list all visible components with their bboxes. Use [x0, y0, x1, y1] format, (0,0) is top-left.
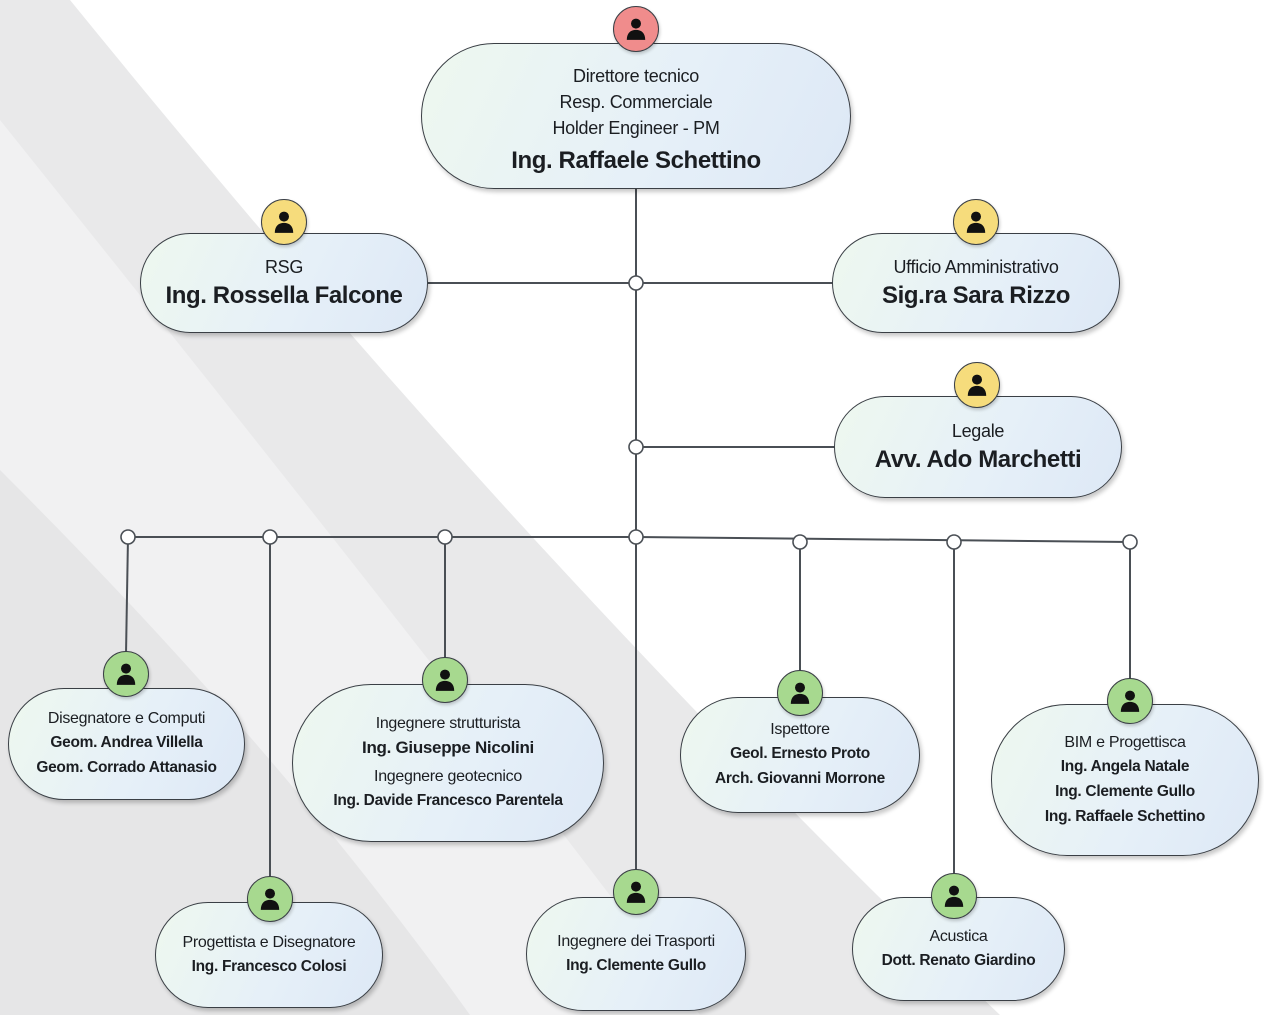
person-icon [953, 199, 999, 245]
acoustic-role: Acustica [929, 927, 988, 945]
designer-name: Ing. Francesco Colosi [191, 957, 347, 975]
inspector-name-2: Arch. Giovanni Morrone [715, 770, 885, 787]
director-name: Ing. Raffaele Schettino [511, 147, 761, 174]
bim-name-1: Ing. Angela Natale [1060, 757, 1190, 775]
director-role-1: Direttore tecnico [573, 66, 699, 86]
drop-drafting [125, 536, 129, 655]
admin-role: Ufficio Amministrativo [893, 257, 1059, 277]
node-director: Direttore tecnico Resp. Commerciale Hold… [421, 43, 851, 189]
junction-dot [1122, 534, 1138, 550]
transport-role: Ingegnere dei Trasporti [557, 932, 715, 950]
junction-dot [437, 529, 453, 545]
node-admin: Ufficio Amministrativo Sig.ra Sara Rizzo [832, 233, 1120, 333]
legal-name: Avv. Ado Marchetti [874, 446, 1082, 473]
designer-role: Progettista e Disegnatore [182, 933, 356, 951]
junction-dot [628, 439, 644, 455]
rsg-name: Ing. Rossella Falcone [165, 282, 403, 309]
person-icon [261, 199, 307, 245]
structural-name: Ing. Giuseppe Nicolini [362, 738, 534, 757]
drafting-name-1: Geom. Andrea Villella [50, 734, 203, 751]
bim-name-3: Ing. Raffaele Schettino [1044, 807, 1206, 825]
junction-dot [792, 534, 808, 550]
bim-name-2: Ing. Clemente Gullo [1055, 782, 1195, 800]
junction-dot [628, 275, 644, 291]
node-structural: Ingegnere strutturista Ing. Giuseppe Nic… [292, 684, 604, 842]
drafting-role: Disegnatore e Computi [47, 710, 206, 727]
inspector-name-1: Geol. Ernesto Proto [730, 745, 870, 762]
node-acoustic: Acustica Dott. Renato Giardino [852, 897, 1065, 1001]
acoustic-name: Dott. Renato Giardino [881, 951, 1036, 969]
junction-dot [946, 534, 962, 550]
node-rsg: RSG Ing. Rossella Falcone [140, 233, 428, 333]
person-icon [247, 876, 293, 922]
bim-role: BIM e Progettisca [1064, 733, 1186, 751]
node-bim: BIM e Progettisca Ing. Angela Natale Ing… [991, 704, 1259, 856]
node-legal: Legale Avv. Ado Marchetti [834, 396, 1122, 498]
node-transport: Ingegnere dei Trasporti Ing. Clemente Gu… [526, 897, 746, 1011]
person-icon [613, 6, 659, 52]
rsg-role: RSG [264, 257, 304, 277]
director-role-3: Holder Engineer - PM [552, 118, 720, 138]
junction-dot [262, 529, 278, 545]
person-icon [422, 657, 468, 703]
person-icon [954, 362, 1000, 408]
person-icon [613, 869, 659, 915]
drafting-name-2: Geom. Corrado Attanasio [36, 759, 217, 776]
director-role-2: Resp. Commerciale [559, 92, 713, 112]
admin-name: Sig.ra Sara Rizzo [882, 282, 1070, 309]
structural-name-2: Ing. Davide Francesco Parentela [333, 792, 563, 809]
person-icon [931, 873, 977, 919]
structural-role: Ingegnere strutturista [375, 715, 521, 732]
inspector-role: Ispettore [770, 721, 830, 738]
transport-name: Ing. Clemente Gullo [566, 956, 706, 974]
person-icon [777, 670, 823, 716]
node-drafting: Disegnatore e Computi Geom. Andrea Ville… [8, 688, 245, 800]
legal-role: Legale [951, 421, 1005, 441]
person-icon [103, 651, 149, 697]
junction-dot [120, 529, 136, 545]
person-icon [1107, 678, 1153, 724]
structural-role-2: Ingegnere geotecnico [374, 768, 522, 785]
junction-dot [628, 529, 644, 545]
